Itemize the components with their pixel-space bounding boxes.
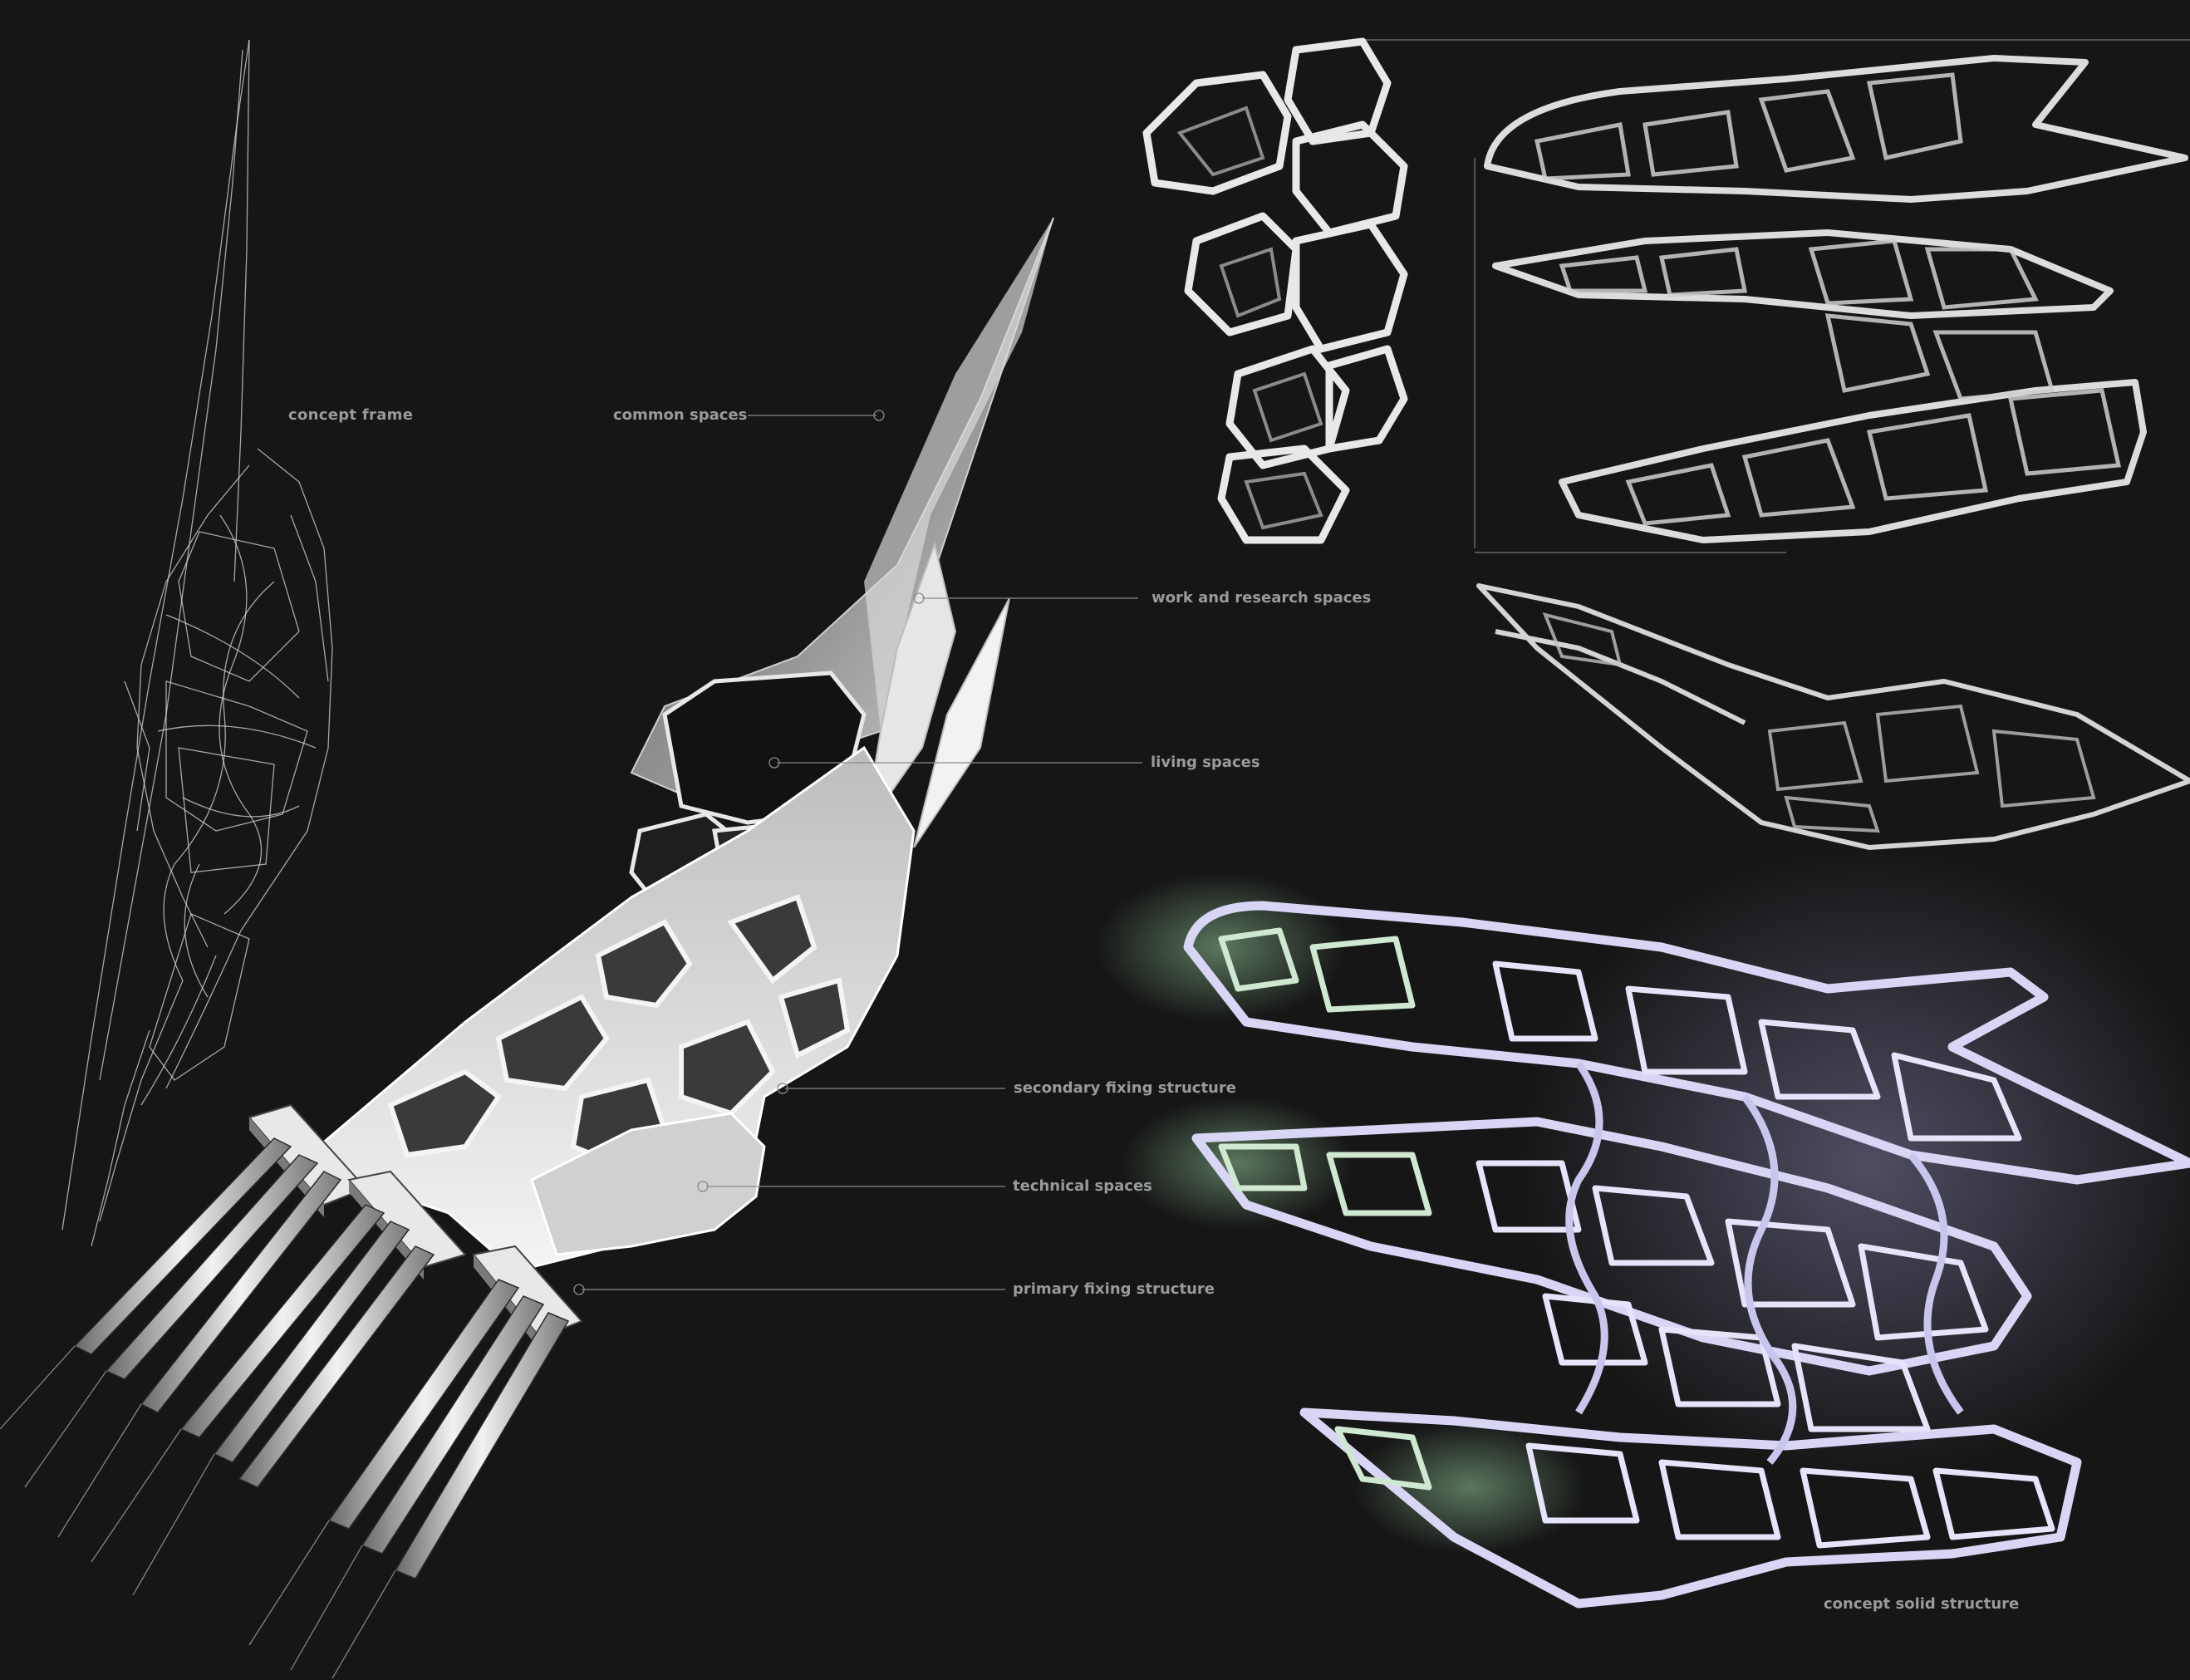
label-concept-solid-structure: concept solid structure [1824,1595,2019,1613]
concept-frame-wireframe [62,40,332,1246]
label-living-spaces: living spaces [1151,754,1260,771]
cell-chain-structure [1147,42,1404,540]
label-primary-fixing-structure: primary fixing structure [1013,1280,1215,1298]
label-concept-frame: concept frame [288,406,413,424]
label-common-spaces: common spaces [613,406,747,424]
label-secondary-fixing-structure: secondary fixing structure [1014,1079,1236,1097]
main-structure [0,218,1053,1678]
label-work-and-research-spaces: work and research spaces [1151,589,1371,607]
section-views-frame [1354,40,2190,553]
